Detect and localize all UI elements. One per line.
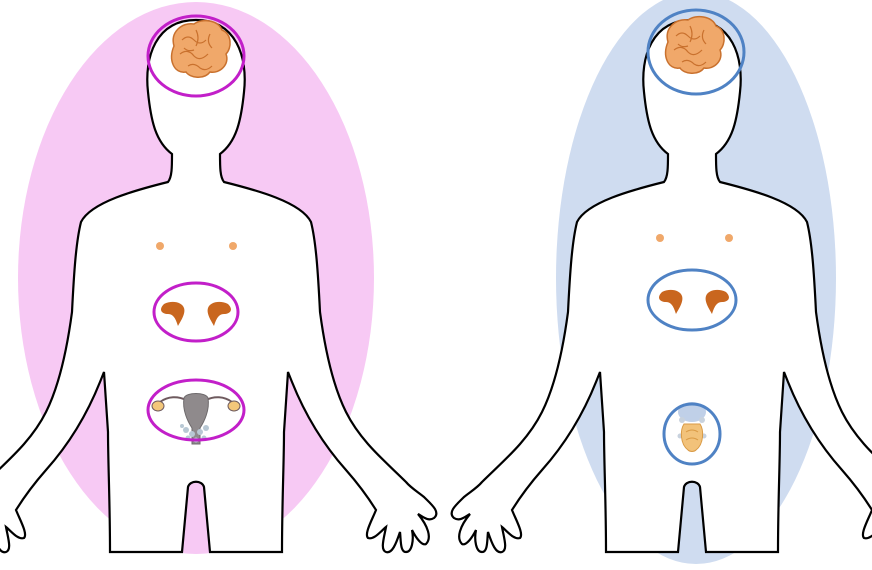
male-nipple-left [656,234,664,242]
female-figure [0,2,436,554]
female-brain-icon [172,21,230,78]
male-figure [452,0,872,564]
male-nipple-right [725,234,733,242]
male-body [452,20,872,552]
male-brain-icon [666,17,724,74]
female-nipple-left [156,242,164,250]
female-nipple-right [229,242,237,250]
